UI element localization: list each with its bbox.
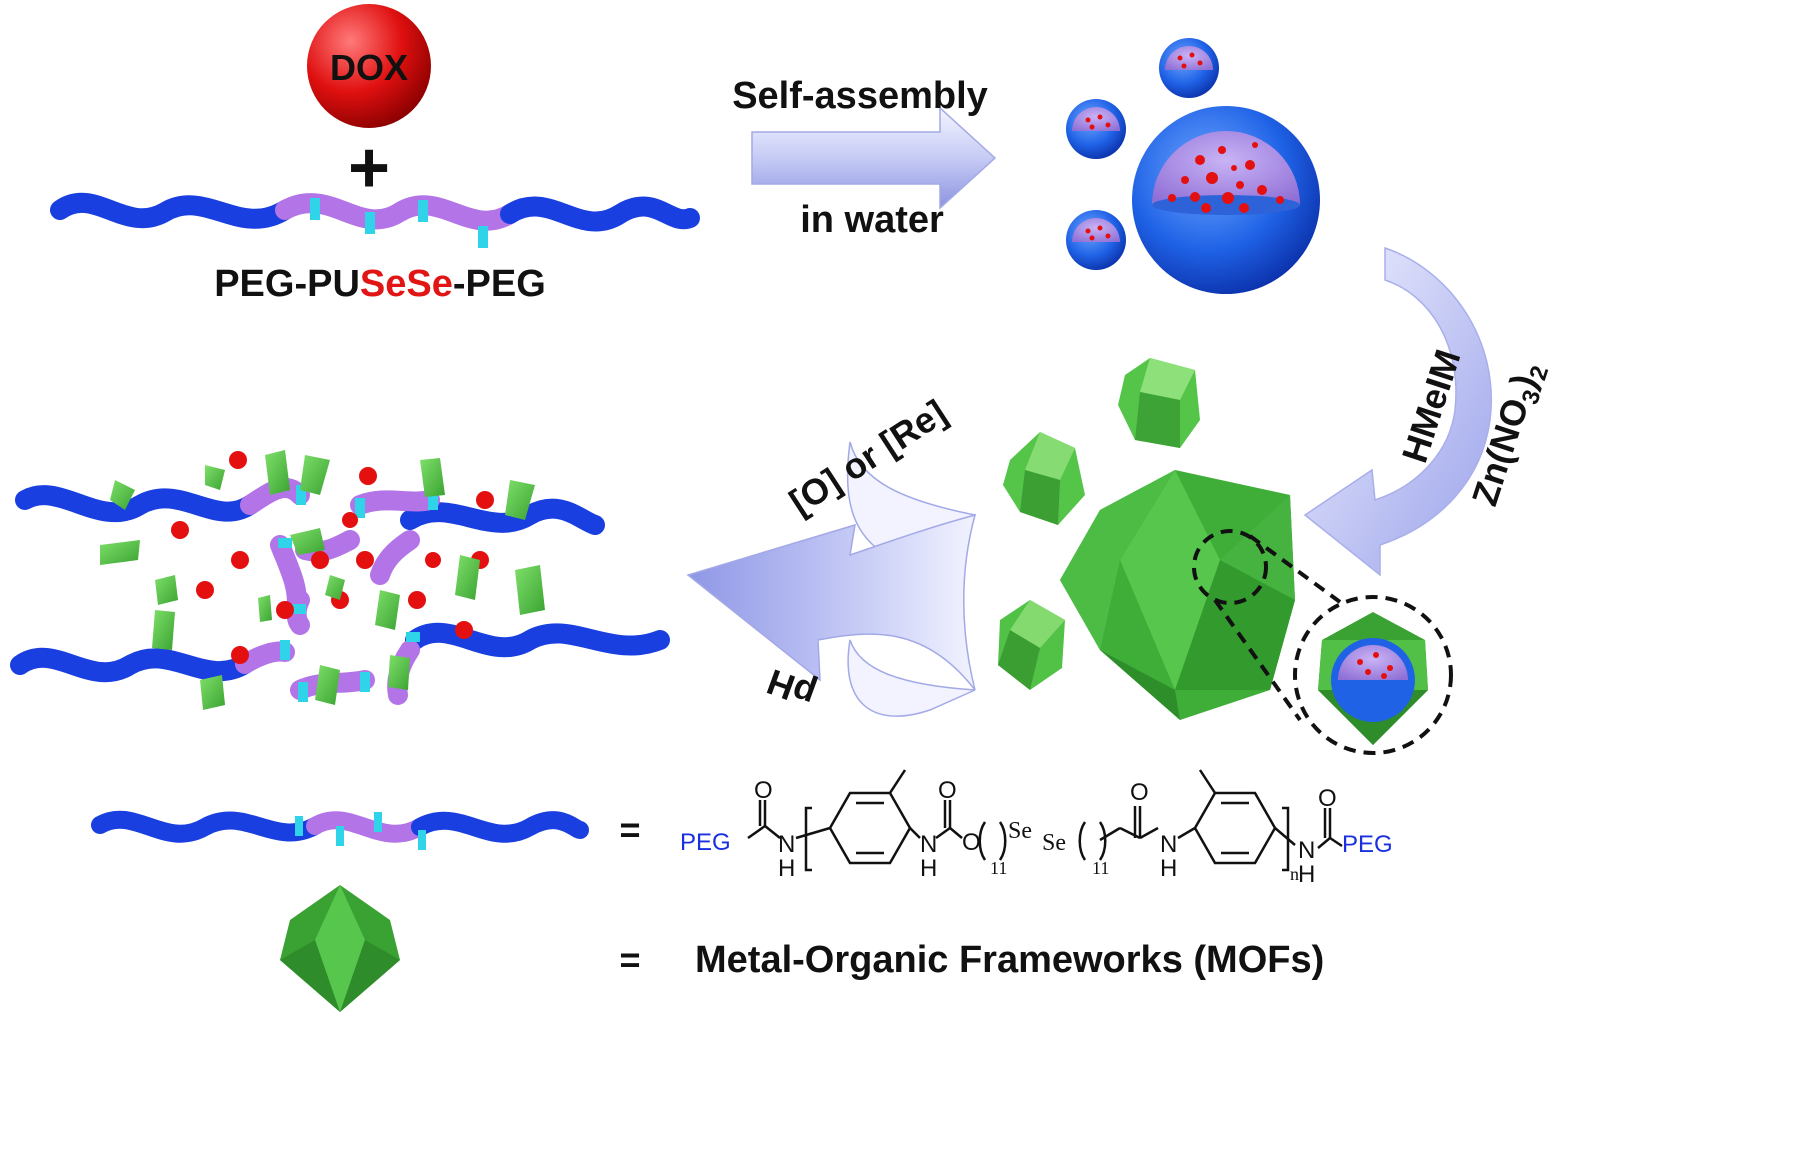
polymer-name-part1: PEG-PU	[214, 263, 360, 305]
self-assembly-arrow	[751, 106, 997, 210]
carbonyl-o-3: O	[1130, 779, 1149, 806]
svg-text:PEG-PUSeSe-PEG: PEG-PUSeSe-PEG	[214, 263, 546, 305]
legend-mof-text: Metal-Organic Frameworks (MOFs)	[695, 939, 1324, 981]
mof-crystal-top	[1118, 358, 1200, 448]
amide-n-3: N	[1160, 831, 1177, 858]
legend-equals-polymer: =	[619, 809, 640, 850]
amide-n-1: N	[778, 831, 795, 858]
chemical-structure	[747, 769, 1343, 872]
micelle-small-top	[1159, 38, 1219, 98]
released-mixture	[10, 450, 670, 710]
self-assembly-label: Self-assembly	[732, 75, 988, 117]
chemical-structure-labels: PEG O N H N H O O 11 Se Se 11 O N H n N …	[680, 777, 1393, 888]
chain-count-2: 11	[1092, 858, 1109, 878]
mof-formation-arrow	[1303, 246, 1492, 577]
zoom-indicator	[1192, 529, 1453, 755]
polymer-name-sese: SeSe	[360, 263, 453, 305]
mof-crystal-large	[1060, 470, 1295, 720]
peg-right-label: PEG	[1342, 831, 1393, 858]
micelle-small-left	[1066, 99, 1126, 159]
polymer-name: PEG-PUSeSe-PEG	[214, 263, 546, 305]
legend-equals-mof: =	[619, 939, 640, 980]
amide-n-2: N	[920, 831, 937, 858]
amide-h-1: H	[778, 855, 795, 882]
plus-sign: +	[348, 128, 390, 208]
dox-label: DOX	[330, 47, 408, 88]
amide-h-4: H	[1298, 861, 1315, 888]
release-arrow	[686, 441, 977, 717]
in-water-label: in water	[800, 199, 944, 241]
carbonyl-o-1: O	[754, 777, 773, 804]
peg-left-label: PEG	[680, 829, 731, 856]
carbonyl-o-4: O	[1318, 785, 1337, 812]
ester-o: O	[962, 829, 981, 856]
polymer-name-part3: -PEG	[453, 263, 546, 305]
polymer-chain-top	[50, 192, 700, 248]
carbonyl-o-2: O	[938, 777, 957, 804]
dox-molecule: DOX	[307, 4, 431, 128]
repeat-n: n	[1290, 864, 1299, 884]
micelle-large	[1132, 106, 1320, 294]
legend-polymer-chain	[91, 810, 589, 850]
amide-h-3: H	[1160, 855, 1177, 882]
micelle-small-bottom	[1066, 210, 1126, 270]
mof-crystal-mid	[1003, 432, 1085, 525]
amide-h-2: H	[920, 855, 937, 882]
legend-mof-crystal	[280, 885, 400, 1012]
selenium-1: Se	[1008, 818, 1032, 844]
amide-n-4: N	[1298, 837, 1315, 864]
mof-encapsulated-micelle	[1318, 612, 1428, 745]
mof-crystal-bottom	[998, 600, 1065, 690]
selenium-2: Se	[1042, 830, 1066, 856]
chain-count-1: 11	[990, 858, 1007, 878]
